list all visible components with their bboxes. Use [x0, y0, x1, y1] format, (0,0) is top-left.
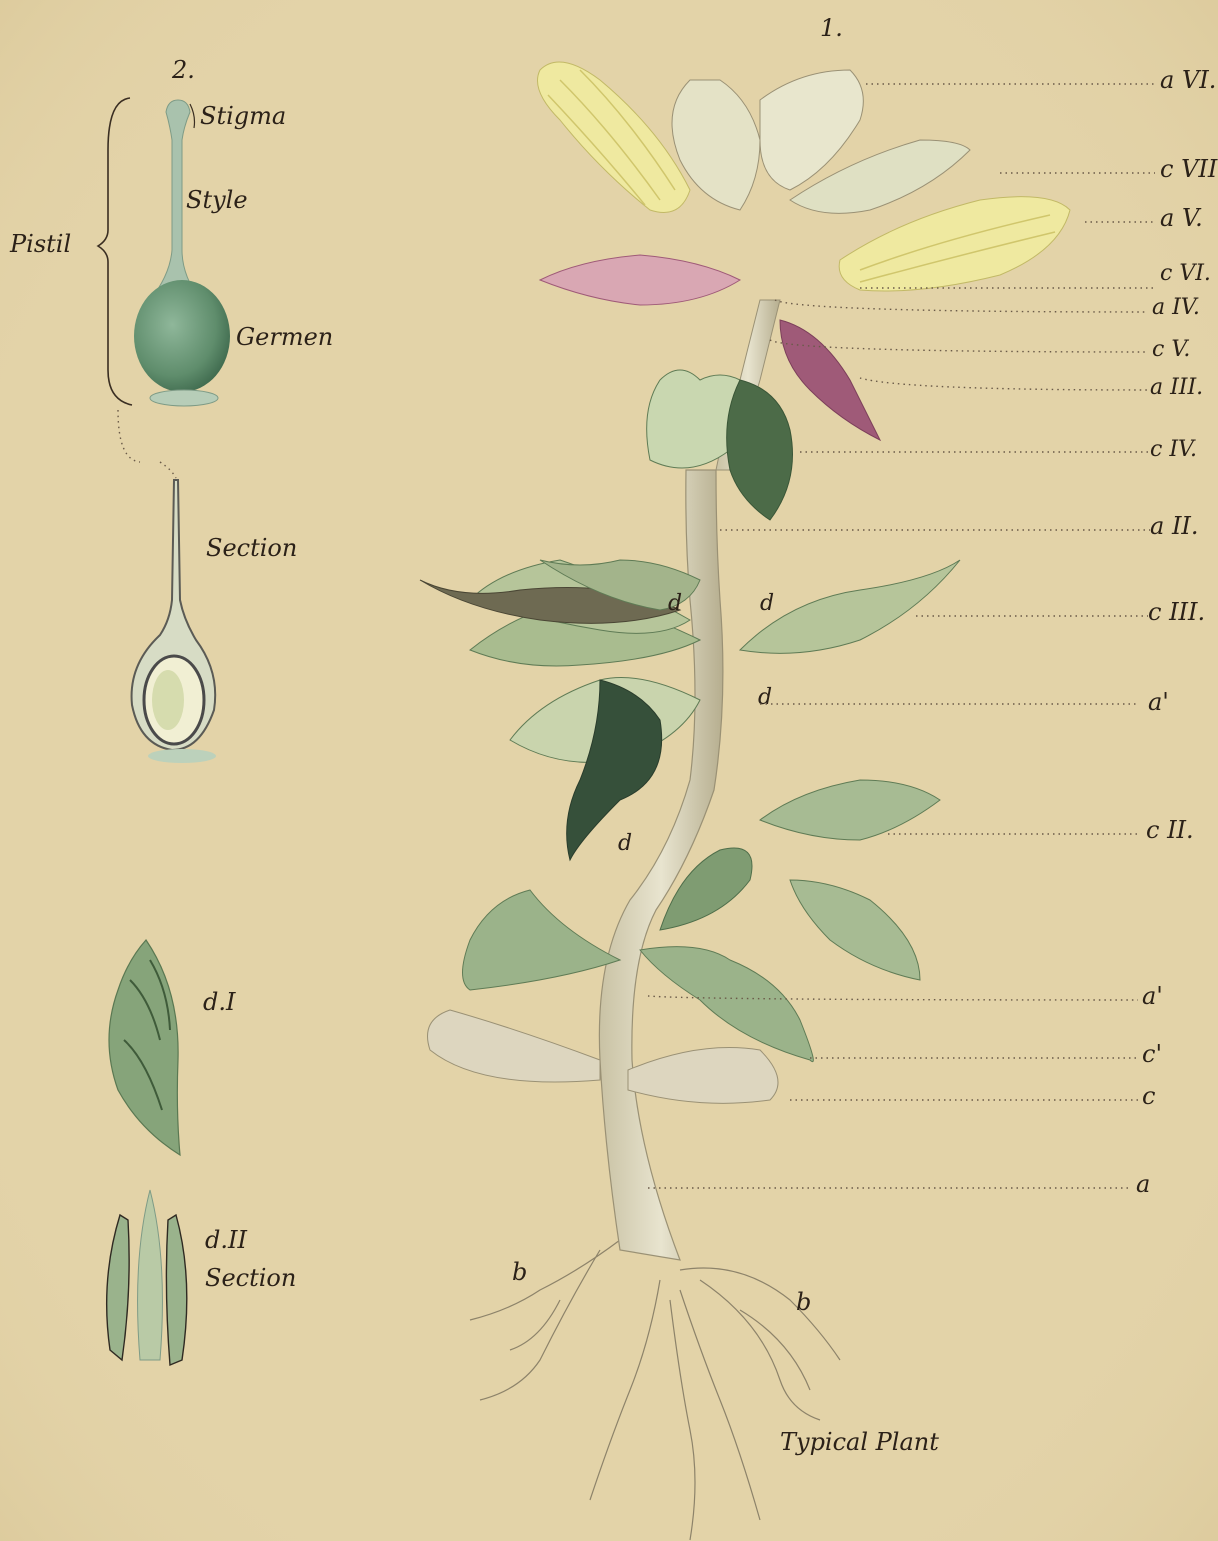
label-aII: a II.	[1150, 512, 1199, 540]
section-label-pistil: Section	[206, 534, 297, 562]
label-aIII: a III.	[1150, 375, 1203, 400]
germen-label: Germen	[236, 323, 333, 351]
germen-base	[150, 390, 218, 406]
label-cIV: c IV.	[1150, 437, 1197, 462]
label-cV: c V.	[1152, 337, 1190, 362]
pistil-group-label: Pistil	[9, 230, 71, 258]
label-b-right: b	[796, 1288, 811, 1316]
fig1-caption: Typical Plant	[780, 1428, 939, 1456]
fig1-number: 1.	[820, 14, 843, 42]
label-d-1: d	[668, 591, 682, 616]
label-a1-lower: a'	[1142, 982, 1163, 1010]
bud-d2-label: d.II	[205, 1226, 247, 1254]
style-label: Style	[186, 186, 248, 214]
label-aVI: a VI.	[1160, 66, 1216, 94]
label-a: a	[1136, 1170, 1150, 1198]
label-a1-upper: a'	[1148, 688, 1169, 716]
label-d-4: d	[618, 831, 632, 856]
label-b-left: b	[512, 1258, 527, 1286]
label-cVII: c VII.	[1160, 155, 1218, 183]
fig2-number: 2.	[171, 56, 195, 84]
label-c1: c'	[1142, 1040, 1162, 1068]
label-cII: c II.	[1146, 816, 1194, 844]
pistil-section-base	[148, 749, 216, 763]
label-aV: a V.	[1160, 204, 1203, 232]
label-d-2: d	[760, 591, 774, 616]
label-cIII: c III.	[1148, 598, 1205, 626]
label-cVI: c VI.	[1160, 261, 1211, 286]
label-c: c	[1142, 1082, 1155, 1110]
label-d-3: d	[758, 685, 772, 710]
pistil-section-ovule	[152, 670, 184, 730]
bud-d1-label: d.I	[203, 988, 236, 1016]
stigma-label: Stigma	[200, 102, 286, 130]
label-aIV: a IV.	[1152, 295, 1200, 320]
section-label-bud: Section	[205, 1264, 296, 1292]
germen-ovary	[134, 280, 230, 392]
